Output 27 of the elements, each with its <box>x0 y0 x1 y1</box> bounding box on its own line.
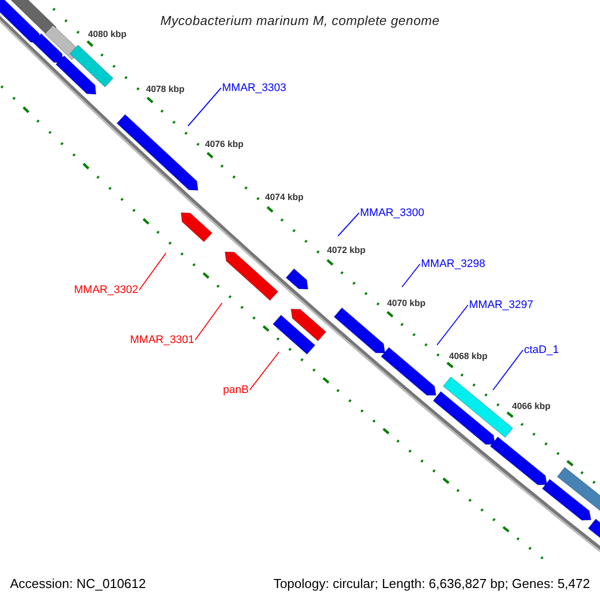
chart-title: Mycobacterium marinum M, complete genome <box>160 13 440 28</box>
gene-label: MMAR_3302 <box>74 283 138 297</box>
scale-label: 4074 kbp <box>265 191 304 204</box>
gene-label: MMAR_3297 <box>469 298 534 312</box>
leader-line <box>492 350 524 390</box>
leader-line <box>194 302 222 340</box>
leader-line <box>338 212 360 236</box>
scale-label: 4068 kbp <box>449 350 488 363</box>
leader-line <box>249 352 280 390</box>
scale-label: 4080 kbp <box>88 28 127 41</box>
leader-line <box>436 304 468 346</box>
scale-label: 4070 kbp <box>387 297 426 310</box>
info-text: Topology: circular; Length: 6,636,827 bp; Genes: 5,472 <box>273 575 590 593</box>
gene-label: panB <box>223 383 249 397</box>
scale-label: 4078 kbp <box>146 83 185 96</box>
gene-label: MMAR_3301 <box>130 333 194 347</box>
scale-label: 4072 kbp <box>327 244 366 257</box>
gene-label: MMAR_3303 <box>222 81 286 95</box>
leader-line <box>138 252 166 290</box>
leader-line <box>402 264 420 288</box>
gene-label: MMAR_3300 <box>360 206 424 220</box>
scale-label: 4066 kbp <box>512 400 551 413</box>
leader-line <box>188 88 222 126</box>
gene-label: ctaD_1 <box>524 343 559 357</box>
gene-label: MMAR_3298 <box>421 257 486 271</box>
scale-label: 4076 kbp <box>205 138 244 151</box>
info-text: Accession: NC_010612 <box>10 575 146 593</box>
